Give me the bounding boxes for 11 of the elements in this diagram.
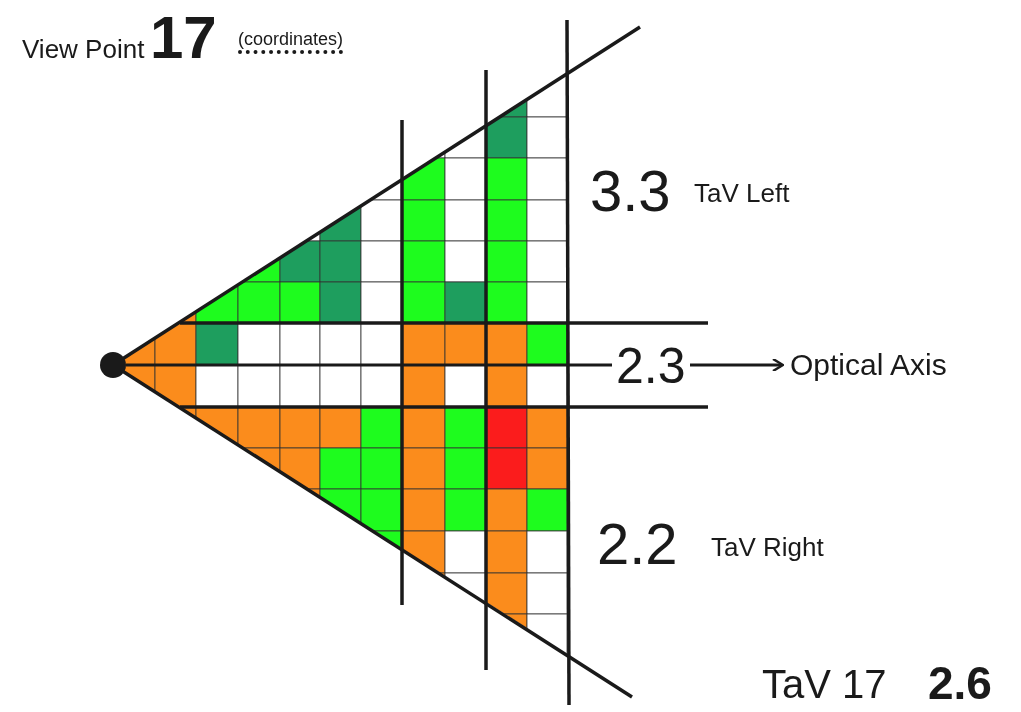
total-value: 2.6 <box>928 660 992 706</box>
view-point-number: 17 <box>150 8 217 68</box>
value-caption: TaV Right <box>711 534 824 560</box>
view-point-label: View Point <box>22 36 145 62</box>
value-caption: TaV Left <box>694 180 790 206</box>
total-caption: TaV 17 <box>762 664 887 704</box>
view-point-dot <box>100 352 126 378</box>
fill-in-line: (coordinates) <box>238 24 344 54</box>
value-number: 2.2 <box>597 515 678 573</box>
axis-label: Optical Axis <box>790 345 947 385</box>
value-number: 3.3 <box>590 162 671 220</box>
